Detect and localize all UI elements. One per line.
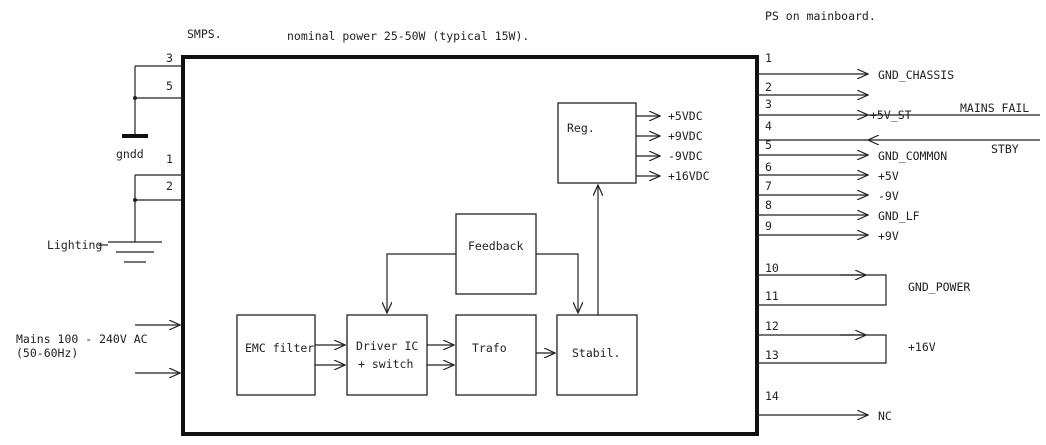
- junction-dot: [133, 96, 137, 100]
- reg-block: [557, 102, 637, 184]
- reg-output-m9vdc: -9VDC: [668, 149, 703, 163]
- trafo-label: Trafo: [472, 341, 507, 355]
- reg-label: Reg.: [567, 121, 595, 135]
- label-5v-st: +5V_ST: [870, 108, 912, 122]
- label-gnd-power: GND_POWER: [908, 280, 970, 294]
- label-16v: +16V: [908, 340, 936, 354]
- feedback-stabil-arrow: [536, 253, 578, 313]
- nominal-power-label: nominal power 25-50W (typical 15W).: [287, 29, 529, 43]
- reg-output-arrows: [636, 116, 660, 176]
- label-gnd-lf: GND_LF: [878, 209, 920, 223]
- label-gnd-chassis: GND_CHASSIS: [878, 68, 954, 82]
- p16v-bridge: [757, 334, 887, 364]
- feedback-driver-arrow: [387, 253, 456, 313]
- right-pin-6: 6: [765, 160, 772, 174]
- right-pin-1: 1: [765, 51, 772, 65]
- right-pin-9: 9: [765, 219, 772, 233]
- ground-symbol: [108, 241, 162, 263]
- junction-dot-2: [133, 198, 137, 202]
- right-pin-5: 5: [765, 138, 772, 152]
- stabil-block: [556, 314, 638, 396]
- driver-ic-label: Driver IC: [356, 339, 418, 353]
- driver-ic-block: [346, 314, 428, 396]
- label-m9v: -9V: [878, 189, 899, 203]
- lighting-label: Lighting: [47, 238, 102, 252]
- right-pin-4: 4: [765, 119, 772, 133]
- left-pin-5: 5: [166, 79, 173, 93]
- right-pin-2: 2: [765, 80, 772, 94]
- right-pin-3: 3: [765, 97, 772, 111]
- stabil-label: Stabil.: [572, 346, 620, 360]
- right-pin-12: 12: [765, 319, 779, 333]
- feedback-label: Feedback: [468, 239, 523, 253]
- right-pin-11: 11: [765, 289, 779, 303]
- emc-filter-label: EMC filter: [245, 341, 314, 355]
- right-pin-14: 14: [765, 389, 779, 403]
- right-pin-10: 10: [765, 261, 779, 275]
- reg-output-5vdc: +5VDC: [668, 109, 703, 123]
- label-9v: +9V: [878, 229, 899, 243]
- left-pin-3: 3: [166, 51, 173, 65]
- label-5v: +5V: [878, 169, 899, 183]
- reg-output-9vdc: +9VDC: [668, 129, 703, 143]
- gndd-label: gndd: [116, 147, 144, 161]
- label-stby: STBY: [991, 142, 1019, 156]
- left-pin-1: 1: [166, 152, 173, 166]
- feedback-block: [455, 213, 537, 295]
- smps-title: SMPS.: [187, 27, 222, 41]
- ps-mainboard-label: PS on mainboard.: [765, 9, 876, 23]
- mains-label: Mains 100 - 240V AC: [16, 332, 148, 346]
- gnd-power-bridge: [757, 274, 887, 306]
- mains-hz-label: (50-60Hz): [16, 346, 78, 360]
- driver-switch-label: + switch: [358, 357, 413, 371]
- right-pin-7: 7: [765, 179, 772, 193]
- left-pin-2: 2: [166, 179, 173, 193]
- label-gnd-common: GND_COMMON: [878, 149, 947, 163]
- label-nc: NC: [878, 409, 892, 423]
- smps-frame: [181, 55, 759, 436]
- emc-filter-block: [236, 314, 316, 396]
- right-pin-13: 13: [765, 348, 779, 362]
- right-pin-8: 8: [765, 198, 772, 212]
- trafo-block: [455, 314, 537, 396]
- label-mains-fail: MAINS_FAIL: [960, 101, 1029, 115]
- reg-output-16vdc: +16VDC: [668, 169, 710, 183]
